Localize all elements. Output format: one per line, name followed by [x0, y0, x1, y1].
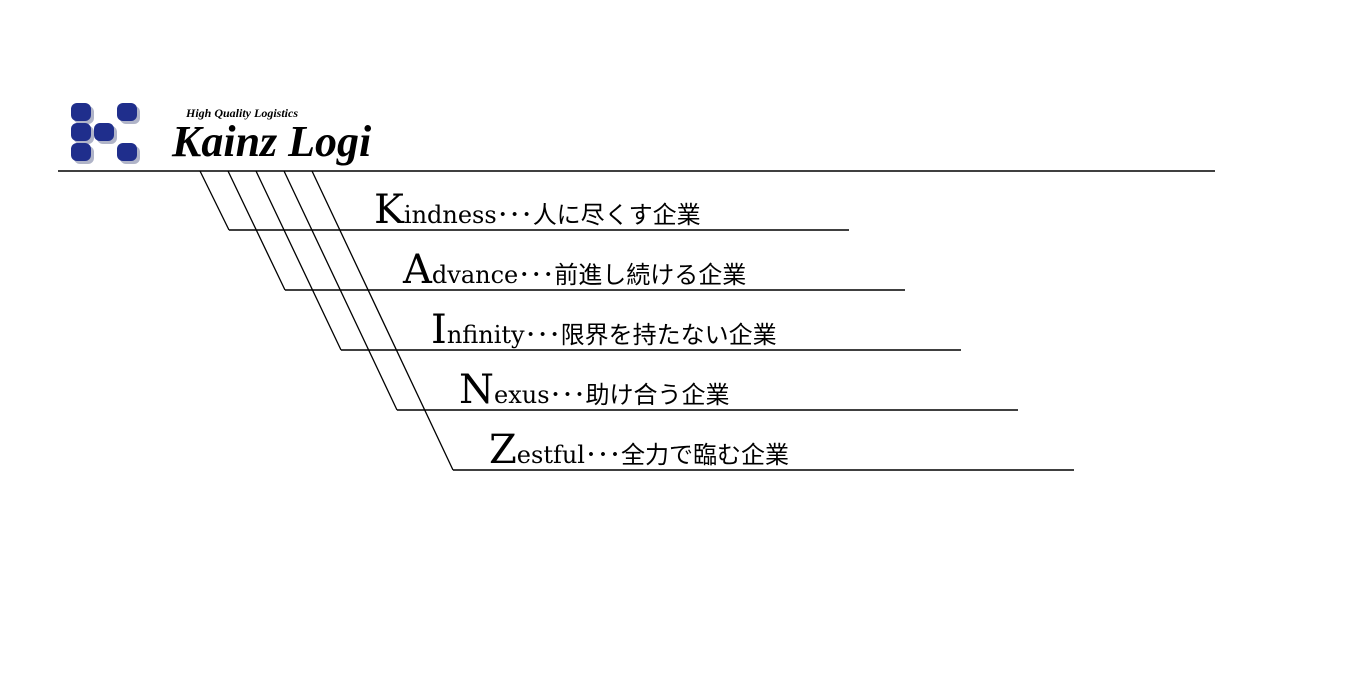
- connector-diagonal: [199, 170, 230, 231]
- connector-diagonal: [255, 170, 342, 351]
- value-word-rest: dvance: [431, 261, 519, 289]
- brand-tagline: High Quality Logistics: [186, 106, 299, 120]
- value-initial: A: [403, 247, 432, 293]
- logo-square: [71, 123, 91, 141]
- value-separator: ･･･: [496, 201, 533, 229]
- value-separator: ･･･: [549, 381, 586, 409]
- value-initial: K: [374, 187, 404, 233]
- value-row-nexus: Nexus･･･助け合う企業: [459, 368, 730, 417]
- logo-square: [71, 103, 91, 121]
- value-word-rest: indness: [403, 201, 497, 229]
- value-row-kindness: Kindness･･･人に尽くす企業: [374, 188, 701, 237]
- value-row-infinity: Infinity･･･限界を持たない企業: [431, 308, 777, 357]
- value-word-rest: nfinity: [446, 321, 525, 349]
- value-row-advance: Advance･･･前進し続ける企業: [403, 248, 746, 297]
- value-initial: I: [431, 307, 447, 353]
- logo-squares: [71, 103, 140, 164]
- value-separator: ･･･: [518, 261, 555, 289]
- value-description: 助け合う企業: [585, 381, 730, 409]
- connector-diagonal: [283, 170, 398, 411]
- logo-square: [117, 143, 137, 161]
- logo-square: [94, 123, 114, 141]
- brand-name: Kainz Logi: [172, 117, 372, 166]
- value-description: 人に尽くす企業: [532, 201, 701, 229]
- connector-diagonal: [311, 170, 454, 471]
- value-separator: ･･･: [524, 321, 561, 349]
- logo-square: [117, 103, 137, 121]
- value-word-rest: estful: [516, 441, 585, 469]
- value-row-zestful: Zestful･･･全力で臨む企業: [489, 428, 789, 477]
- value-word-rest: exus: [494, 381, 550, 409]
- value-initial: N: [459, 367, 494, 413]
- value-description: 全力で臨む企業: [620, 441, 789, 469]
- value-initial: Z: [489, 427, 517, 473]
- value-separator: ･･･: [584, 441, 621, 469]
- connector-diagonal: [227, 170, 286, 291]
- value-description: 前進し続ける企業: [554, 261, 747, 289]
- value-description: 限界を持たない企業: [560, 321, 777, 349]
- logo-square: [71, 143, 91, 161]
- company-logo-mark: [71, 103, 140, 164]
